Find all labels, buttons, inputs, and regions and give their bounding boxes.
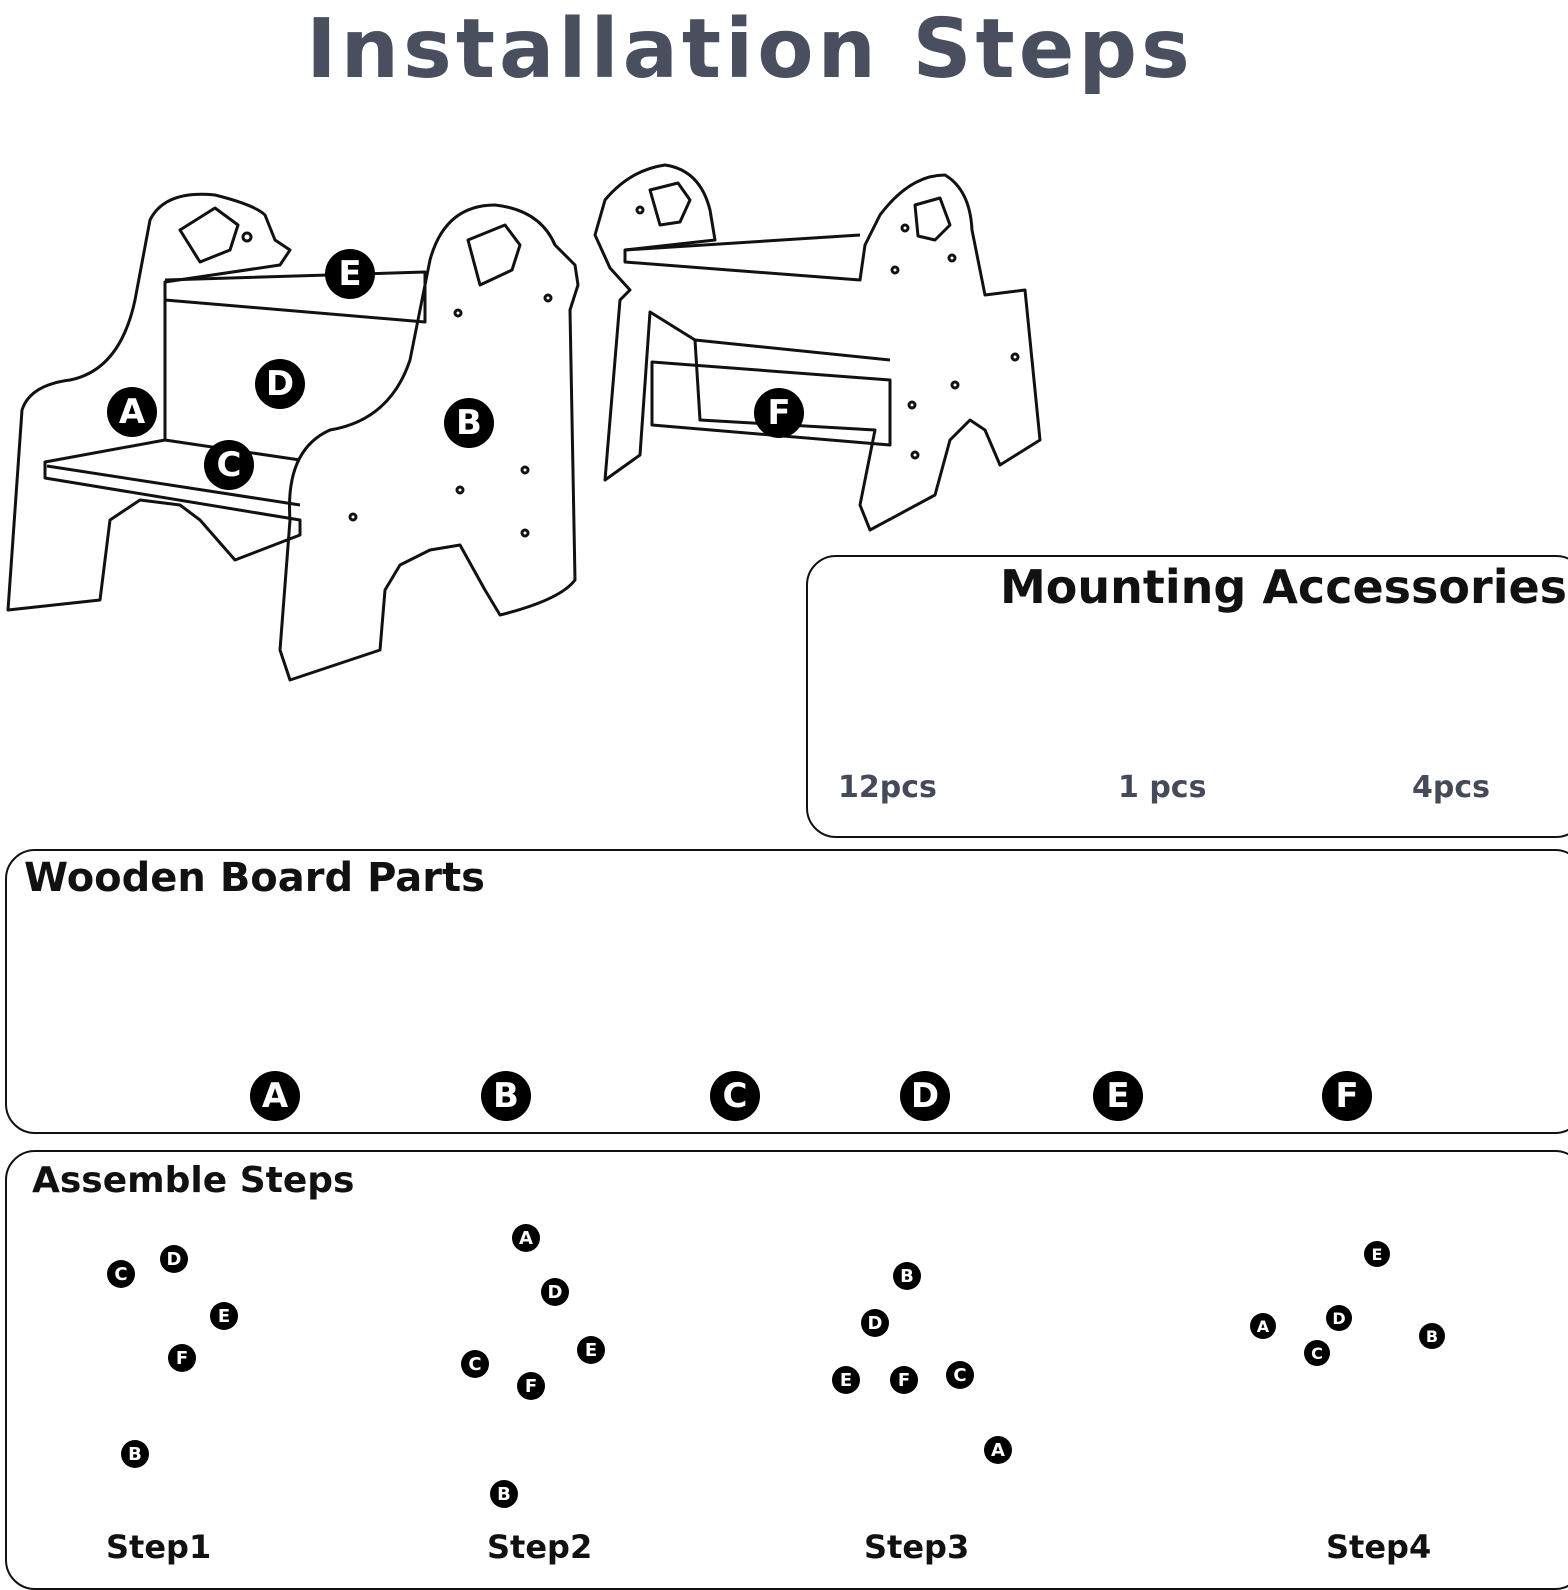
part-label-d: D bbox=[900, 1071, 950, 1121]
hero-stool-front bbox=[6, 192, 580, 682]
hero-label-d: D bbox=[255, 359, 305, 409]
part-label-c: C bbox=[710, 1071, 760, 1121]
step1-label-b: B bbox=[121, 1440, 149, 1468]
step4-label-e: E bbox=[1364, 1241, 1390, 1267]
step2-label-c: C bbox=[461, 1350, 489, 1378]
step4-label-c: C bbox=[1304, 1340, 1330, 1366]
step2-label-a: A bbox=[512, 1224, 540, 1252]
step3-label: Step3 bbox=[864, 1528, 970, 1566]
allen-key-qty: 1 pcs bbox=[1118, 770, 1207, 805]
assemble-panel bbox=[5, 1150, 1568, 1590]
step3-label-d: D bbox=[861, 1309, 889, 1337]
step1-label-c: C bbox=[107, 1260, 135, 1288]
step2-label: Step2 bbox=[487, 1528, 593, 1566]
hero-label-e: E bbox=[325, 249, 375, 299]
page-title: Installation Steps bbox=[306, 2, 1194, 97]
step2-label-d: D bbox=[541, 1278, 569, 1306]
part-label-f: F bbox=[1322, 1071, 1372, 1121]
step3-label-e: E bbox=[832, 1366, 860, 1394]
step4-label-d: D bbox=[1326, 1305, 1352, 1331]
step1-label-f: F bbox=[168, 1344, 196, 1372]
step2-label-f: F bbox=[517, 1372, 545, 1400]
part-label-e: E bbox=[1093, 1071, 1143, 1121]
step3-label-b: B bbox=[893, 1262, 921, 1290]
step2-label-e: E bbox=[577, 1336, 605, 1364]
step1-label: Step1 bbox=[106, 1528, 212, 1566]
hero-label-c: C bbox=[204, 440, 254, 490]
screw-qty: 12pcs bbox=[838, 770, 937, 805]
assemble-title: Assemble Steps bbox=[32, 1160, 355, 1201]
step1-label-e: E bbox=[210, 1302, 238, 1330]
step3-label-c: C bbox=[946, 1361, 974, 1389]
wooden-parts-title: Wooden Board Parts bbox=[24, 855, 485, 901]
accessories-title: Mounting Accessories bbox=[1000, 560, 1568, 614]
part-label-a: A bbox=[250, 1071, 300, 1121]
hero-label-f: F bbox=[754, 388, 804, 438]
step1-label-d: D bbox=[160, 1245, 188, 1273]
pad-qty: 4pcs bbox=[1412, 770, 1490, 805]
step3-label-a: A bbox=[984, 1436, 1012, 1464]
step2-label-b: B bbox=[490, 1480, 518, 1508]
step4-label-a: A bbox=[1250, 1313, 1276, 1339]
step3-label-f: F bbox=[890, 1366, 918, 1394]
hero-label-a: A bbox=[107, 387, 157, 437]
hero-stool-back bbox=[593, 163, 1042, 532]
step4-label-b: B bbox=[1419, 1323, 1445, 1349]
accessories-panel bbox=[806, 555, 1568, 838]
hero-label-b: B bbox=[444, 398, 494, 448]
part-label-b: B bbox=[481, 1071, 531, 1121]
step4-label: Step4 bbox=[1326, 1528, 1432, 1566]
